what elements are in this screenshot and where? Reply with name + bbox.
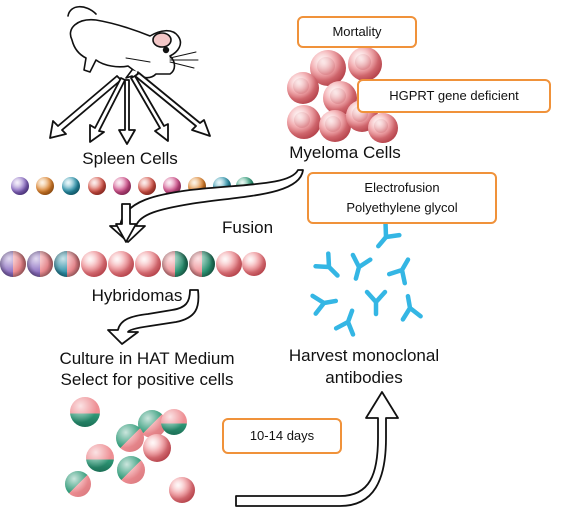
mortality-box: Mortality xyxy=(297,16,417,48)
hybridoma-cell xyxy=(108,251,134,277)
myeloma-cell-cluster xyxy=(287,47,398,143)
myeloma-cells-label: Myeloma Cells xyxy=(289,143,401,162)
spleen-cell xyxy=(113,177,131,195)
hybridoma-cell xyxy=(135,251,161,277)
spleen-cells-label: Spleen Cells xyxy=(82,149,178,168)
hybridoma-cell xyxy=(189,251,215,277)
hgprt-text: HGPRT gene deficient xyxy=(389,87,519,103)
culture-to-harvest-arrow xyxy=(235,391,399,507)
antibody-icon xyxy=(310,293,339,316)
antibody-icon xyxy=(386,257,411,286)
hybridoma-cells-row xyxy=(0,251,266,277)
hybridoma-to-culture-arrow xyxy=(107,289,200,345)
antibody-icon xyxy=(333,308,356,337)
harvest-label-line1: Harvest monoclonal xyxy=(288,346,440,365)
culture-label-line2: Select for positive cells xyxy=(60,370,234,389)
hybridoma-cell xyxy=(0,251,26,277)
fusion-label: Fusion xyxy=(222,218,274,237)
spleen-cells-row xyxy=(11,177,254,195)
hybridoma-cell xyxy=(54,251,80,277)
antibody-icon xyxy=(350,252,373,281)
spleen-cell xyxy=(138,177,156,195)
culture-label-line1: Culture in HAT Medium xyxy=(59,349,235,368)
mortality-text: Mortality xyxy=(332,23,382,39)
spleen-cell xyxy=(88,177,106,195)
antibody-icon xyxy=(313,251,340,278)
hybridoma-cell xyxy=(216,251,242,277)
antibody-icon xyxy=(376,221,402,249)
antibody-group xyxy=(310,221,423,337)
spleen-cell xyxy=(11,177,29,195)
hybridoma-cell xyxy=(242,252,266,276)
spleen-cell xyxy=(36,177,54,195)
duration-box: 10-14 days xyxy=(222,418,342,454)
harvest-label-line2: antibodies xyxy=(325,368,403,387)
spleen-cell xyxy=(163,177,181,195)
spleen-cell xyxy=(62,177,80,195)
hybridoma-cell xyxy=(27,251,53,277)
antibody-icon xyxy=(400,293,423,322)
hybridomas-label: Hybridomas xyxy=(91,286,183,305)
hgprt-box: HGPRT gene deficient xyxy=(357,79,551,113)
electrofusion-text: Electrofusion xyxy=(364,179,440,195)
spleen-down-arrow xyxy=(115,203,137,243)
mouse-to-spleen-arrows xyxy=(49,72,211,145)
duration-text: 10-14 days xyxy=(249,427,315,443)
mouse-illustration xyxy=(67,5,199,81)
antibody-icon xyxy=(364,289,388,317)
hybridoma-cell xyxy=(162,251,188,277)
peg-text: Polyethylene glycol xyxy=(346,200,458,215)
electrofusion-box: Electrofusion Polyethylene glycol xyxy=(307,172,497,224)
fusion-arrow xyxy=(109,169,304,243)
hybridoma-cell xyxy=(81,251,107,277)
culture-cell-cluster xyxy=(65,397,195,503)
